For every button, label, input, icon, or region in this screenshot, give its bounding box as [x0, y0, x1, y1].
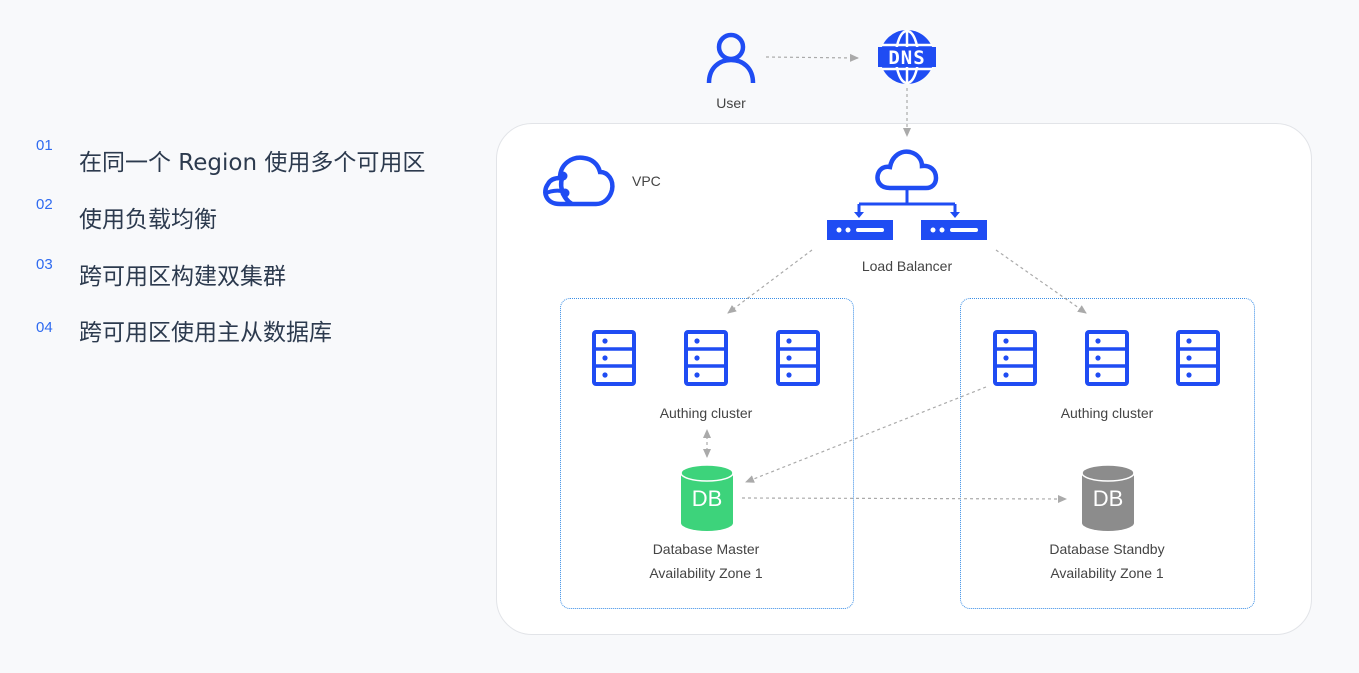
load-balancer-label: Load Balancer — [861, 258, 953, 274]
db-master-label: Database Master — [652, 541, 760, 557]
server-icon — [776, 330, 820, 386]
az-label: Availability Zone 1 — [649, 565, 763, 581]
server-icon — [592, 330, 636, 386]
server-icon — [993, 330, 1037, 386]
database-standby-icon: DB — [1081, 464, 1135, 531]
db-standby-text: DB — [1093, 486, 1124, 511]
dns-text: DNS — [888, 47, 925, 69]
point-number: 04 — [36, 319, 53, 336]
point-number: 02 — [36, 196, 53, 213]
user-label: User — [716, 95, 746, 111]
vpc-cloud-icon — [543, 155, 615, 207]
db-standby-label: Database Standby — [1049, 541, 1165, 557]
server-icon — [1085, 330, 1129, 386]
point-text: 跨可用区使用主从数据库 — [79, 320, 332, 346]
dns-icon: DNS — [878, 29, 936, 85]
cluster-label: Authing cluster — [1060, 405, 1154, 421]
point-number: 01 — [36, 137, 53, 154]
az-label: Availability Zone 1 — [1050, 565, 1164, 581]
database-master-icon: DB — [680, 464, 734, 531]
cluster-label: Authing cluster — [659, 405, 753, 421]
load-balancer-icon — [827, 149, 987, 240]
server-icon — [1176, 330, 1220, 386]
db-master-text: DB — [692, 486, 723, 511]
user-icon — [706, 32, 756, 84]
vpc-label: VPC — [632, 173, 661, 189]
point-text: 在同一个 Region 使用多个可用区 — [79, 150, 426, 176]
server-icon — [684, 330, 728, 386]
point-number: 03 — [36, 256, 53, 273]
arrow-user-to-dns — [765, 53, 859, 62]
point-text: 跨可用区构建双集群 — [79, 264, 286, 290]
point-text: 使用负载均衡 — [79, 207, 217, 233]
